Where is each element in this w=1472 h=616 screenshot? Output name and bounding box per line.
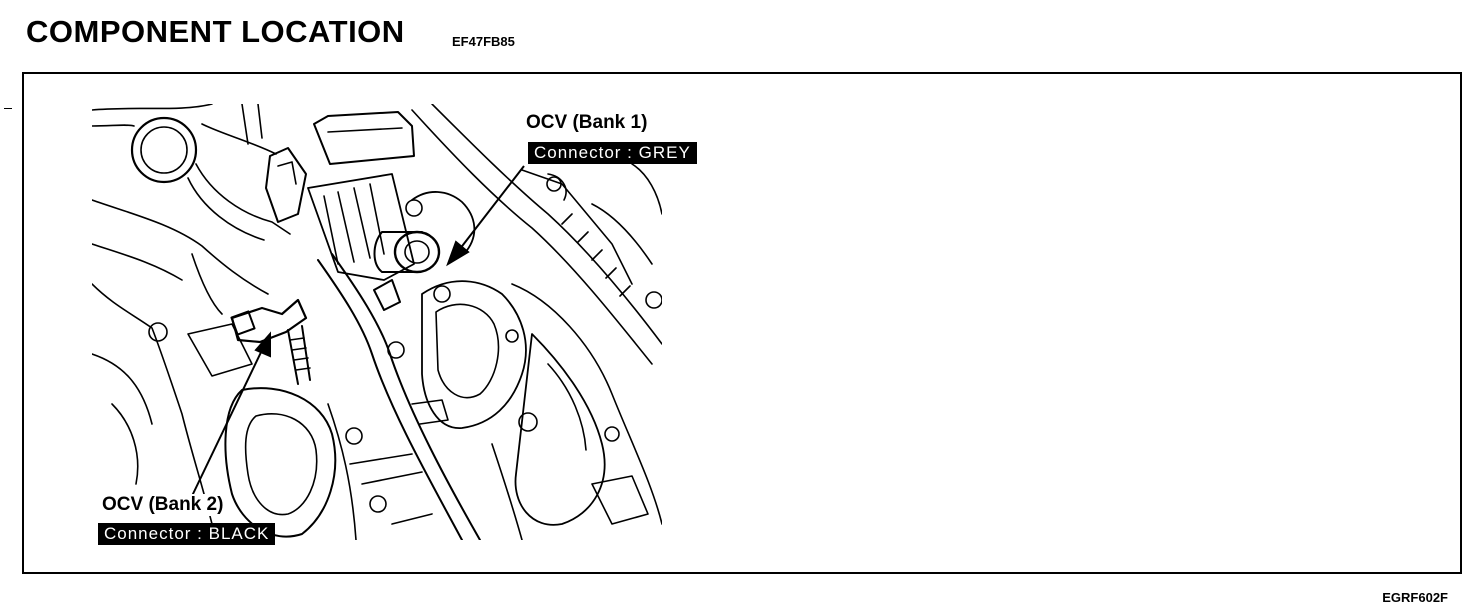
ocv-bank1-valve (393, 230, 441, 274)
leader-bank2 (191, 345, 265, 497)
ocv-bank2-label: OCV (Bank 2) (100, 494, 226, 516)
engine-drawing (92, 104, 662, 540)
ocv-bank2-valve (230, 298, 308, 344)
figure-code: EGRF602F (1382, 590, 1448, 605)
connector-black-tag: Connector : BLACK (98, 523, 276, 545)
ocv-bank1-label: OCV (Bank 1) (524, 112, 650, 134)
leader-bank1 (455, 165, 525, 255)
connector-grey-tag: Connector : GREY (528, 142, 697, 164)
page-title: COMPONENT LOCATION (26, 14, 405, 49)
ring-fitting (130, 116, 198, 184)
margin-tick (4, 108, 12, 109)
document-code: EF47FB85 (452, 34, 515, 49)
figure-frame (22, 72, 1462, 574)
